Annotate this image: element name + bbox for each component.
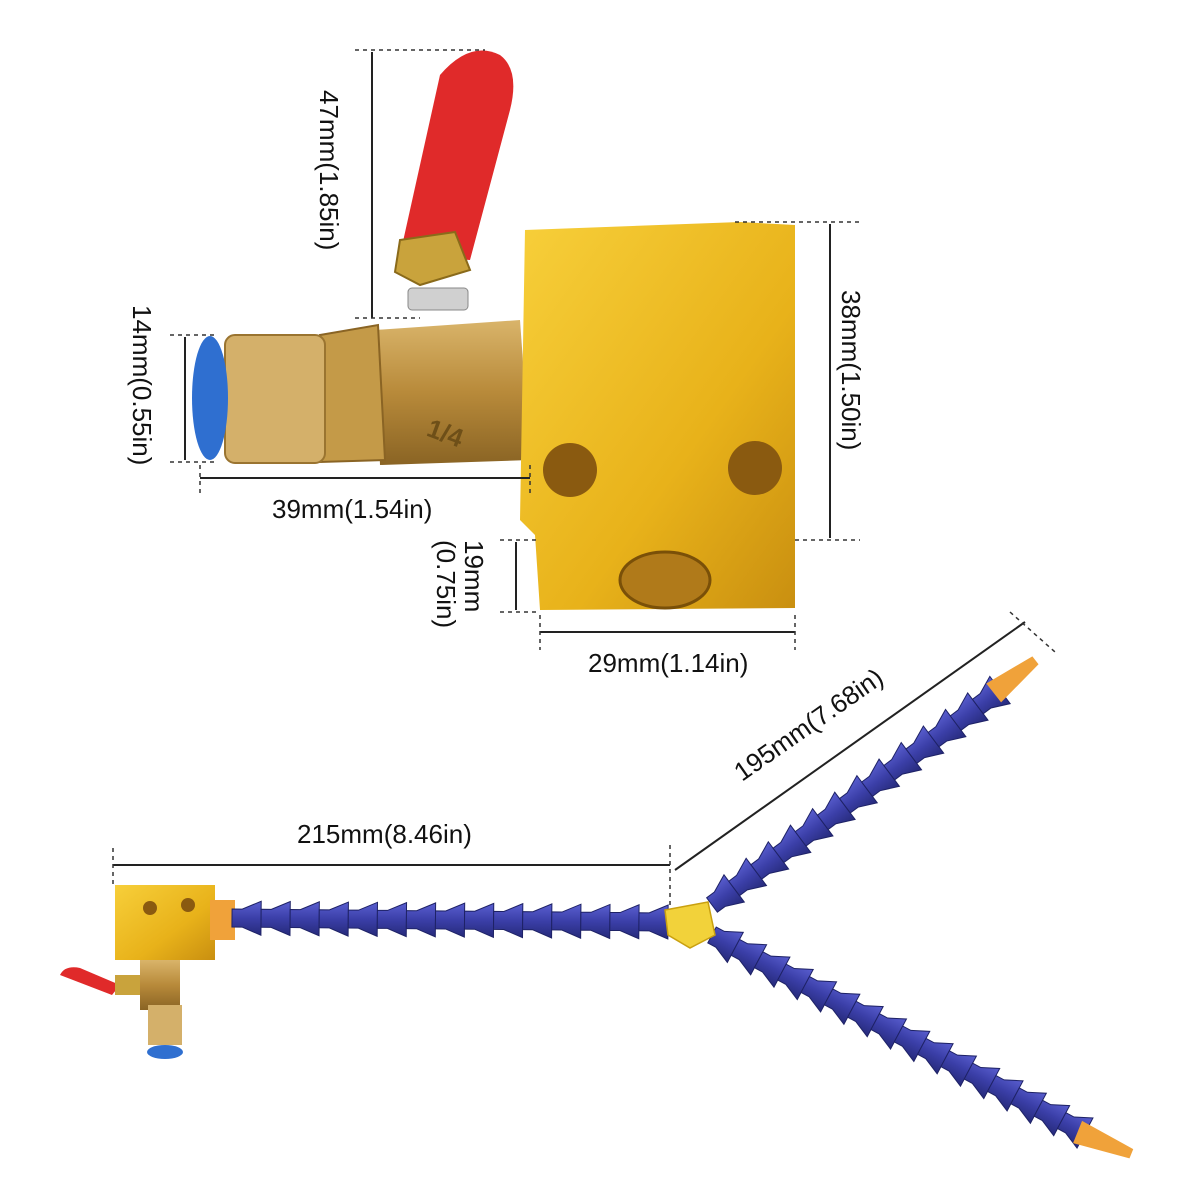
hose-segment	[493, 902, 524, 939]
hose-segment	[838, 774, 879, 814]
hose-segment	[816, 791, 856, 831]
hose-segment	[927, 708, 967, 748]
hose-segment	[753, 951, 791, 989]
dim-block-lower-in: (0.75in)	[431, 540, 461, 628]
y-splitter	[664, 901, 716, 949]
valve-closeup: 1/4	[192, 50, 795, 610]
upper-nozzle	[986, 656, 1039, 703]
hex-nut	[319, 323, 387, 464]
hose-segment	[463, 902, 495, 939]
dim-fitting-diameter: 14mm(0.55in)	[127, 305, 157, 465]
hose-segment	[893, 1025, 931, 1063]
hose-segment	[963, 1062, 1001, 1100]
dimension-lines-bottom	[112, 611, 1056, 905]
hose-segment	[705, 873, 746, 913]
hose-segment	[883, 741, 923, 781]
stem-nut	[393, 230, 472, 287]
hose-segment	[434, 902, 466, 938]
lower-branch-hose	[707, 926, 1094, 1149]
hose-segment	[750, 840, 790, 880]
dim-lever-height: 47mm(1.85in)	[314, 90, 344, 250]
assembly	[60, 885, 235, 1059]
lower-nozzle	[1073, 1120, 1134, 1159]
hose-segment	[823, 988, 861, 1026]
hose-segment	[1010, 1087, 1048, 1125]
hose-segment	[1056, 1111, 1094, 1149]
hose-segment	[638, 904, 669, 940]
hose-segment	[1033, 1099, 1071, 1137]
hose-segment	[794, 807, 834, 847]
push-fitting	[224, 334, 326, 464]
hose-segment	[846, 1000, 884, 1038]
dim-valve-length: 39mm(1.54in)	[272, 494, 432, 524]
blue-collet	[192, 336, 228, 460]
hose-segment	[971, 675, 1012, 715]
hose-segment	[940, 1050, 978, 1088]
hose-segment	[728, 857, 768, 897]
dim-block-lower: 19mm	[459, 540, 489, 612]
hose-segment	[860, 758, 901, 798]
gold-block	[520, 222, 795, 610]
hose-segment	[870, 1012, 908, 1050]
hose-segment	[800, 975, 838, 1013]
dim-branch-length: 195mm(7.68in)	[728, 662, 888, 787]
hose-segment	[551, 903, 582, 939]
dimension-lines-top	[170, 49, 860, 650]
small-block	[115, 885, 215, 960]
hose-segment	[347, 901, 378, 938]
hose-segment	[405, 902, 437, 938]
hose-segment	[730, 938, 768, 976]
hose-segment	[580, 903, 611, 940]
outlet-port	[618, 550, 712, 610]
hose-segment	[231, 900, 262, 937]
dim-block-height: 38mm(1.50in)	[836, 290, 866, 450]
small-red-handle	[60, 967, 120, 995]
red-handle	[400, 50, 514, 260]
small-valve-body	[140, 960, 180, 1010]
hose-segment	[289, 901, 320, 937]
hose-segment	[905, 725, 945, 765]
dim-main-length: 215mm(8.46in)	[297, 819, 472, 849]
hose-segment	[707, 926, 745, 964]
small-fitting	[148, 1005, 182, 1045]
hose-segment	[522, 903, 553, 939]
hose-segment	[916, 1037, 954, 1075]
hose-segment	[949, 691, 989, 731]
hose-segment	[986, 1074, 1024, 1112]
mount-hole-right	[728, 441, 782, 495]
hose-segment	[772, 824, 812, 864]
dim-block-width: 29mm(1.14in)	[588, 648, 748, 678]
hose-segment	[260, 900, 291, 937]
hose-segment	[609, 903, 640, 940]
upper-branch-hose	[705, 675, 1012, 913]
valve-body	[375, 320, 530, 465]
main-hose	[231, 900, 669, 940]
hose-segment	[376, 901, 408, 938]
hose-segment	[777, 963, 815, 1001]
hose-segment	[318, 901, 349, 937]
mount-hole-left	[543, 443, 597, 497]
